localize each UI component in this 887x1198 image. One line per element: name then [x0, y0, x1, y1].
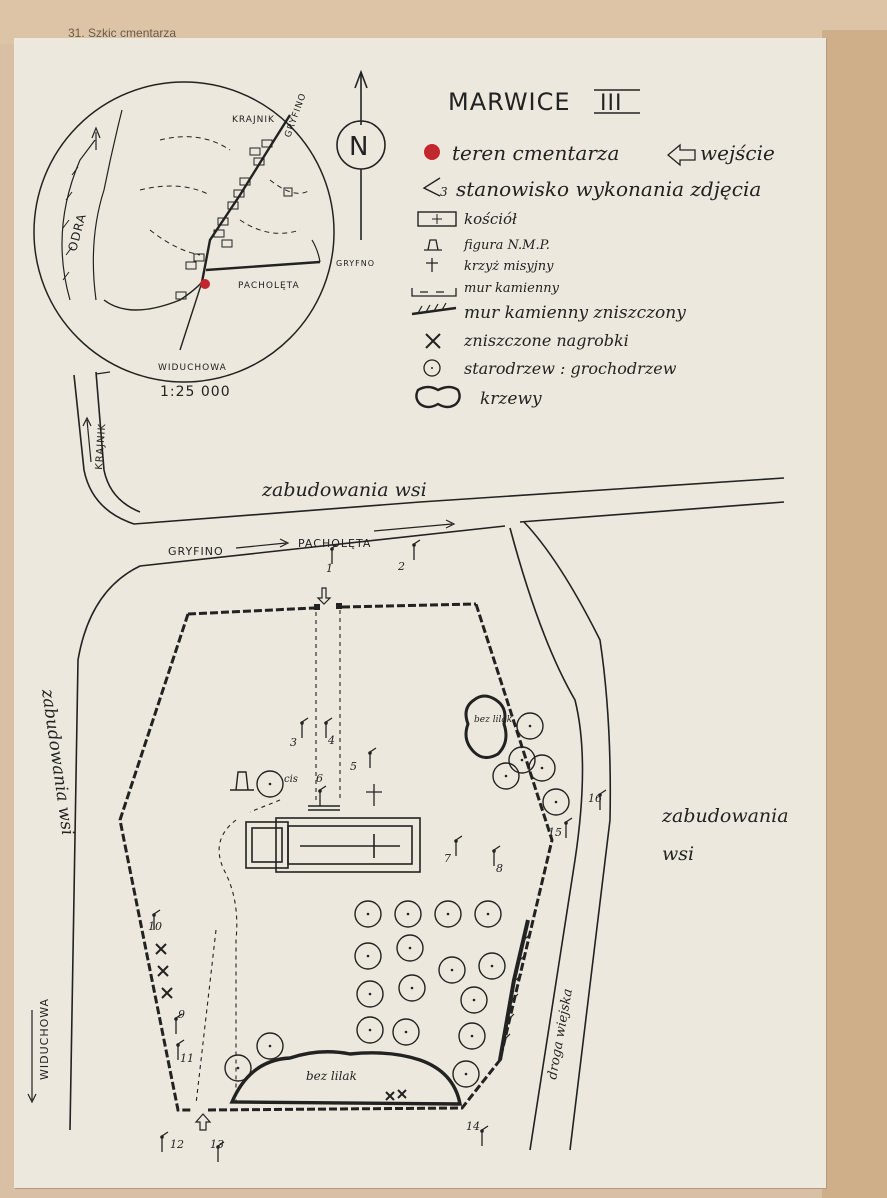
- village-label-top: zabudowania wsi: [261, 479, 427, 501]
- road-label-pacholeta: PACHOLĘTA: [298, 537, 371, 550]
- scale-label: 1:25 000: [160, 384, 231, 400]
- legend: teren cmentarza wejście 3 stanowisko wyk…: [411, 141, 775, 409]
- photo-point-10: 10: [148, 920, 162, 933]
- bank-hatch: [62, 166, 79, 281]
- legend-label-cross: krzyż misyjny: [464, 259, 554, 274]
- photo-point-11: 11: [180, 1052, 194, 1065]
- red-dot-icon: [424, 144, 440, 160]
- photo-point-6: 6: [316, 772, 323, 785]
- map-title: MARWICE: [448, 88, 571, 116]
- road-north-edge: [73, 374, 785, 525]
- mission-cross-icon: [366, 784, 382, 806]
- destroyed-graves: [155, 943, 407, 1101]
- entrance-north-icon: [316, 587, 332, 605]
- shrub-large: [229, 1050, 463, 1106]
- legend-label-trees: starodrzew : grochodrzew: [464, 359, 677, 378]
- inset-label-odra: ODRA: [65, 212, 89, 253]
- photo-point-9: 9: [178, 1008, 185, 1021]
- legend-label-shrubs: krzewy: [480, 389, 542, 409]
- yew-label: cis: [284, 774, 298, 785]
- legend-label-graves: zniszczone nagrobki: [463, 331, 629, 350]
- photo-point-13: 13: [210, 1138, 224, 1151]
- stone-wall-icon: [411, 288, 457, 297]
- page-header-strip: [0, 0, 887, 44]
- photo-point-4: 4: [327, 734, 335, 747]
- road-inset-south: [179, 281, 203, 351]
- legend-label-ruined-wall: mur kamienny zniszczony: [464, 303, 686, 323]
- church-icon: [417, 211, 457, 227]
- shrub-large-label: bez lilak: [306, 1069, 357, 1083]
- village-label-right-1: zabudowania: [661, 805, 789, 827]
- photo-point-14: 14: [466, 1120, 480, 1133]
- road-krajnik-edge: [95, 371, 141, 513]
- map-sheet: [14, 38, 826, 1188]
- odra-east-bank: [92, 109, 123, 301]
- cross-icon: [426, 258, 438, 272]
- inset-label-widuchowa: WIDUCHOWA: [158, 363, 227, 373]
- inset-label-krajnik: KRAJNIK: [232, 115, 275, 125]
- inset-map: ODRA KRAJNIK GRYFINO GRYFNO PACHOLĘTA WI…: [33, 81, 375, 400]
- shrub-icon: [415, 385, 461, 409]
- legend-label-entrance: wejście: [700, 141, 775, 165]
- statue-icon: [424, 239, 442, 251]
- tree-icon: [423, 359, 441, 377]
- photo-point-7: 7: [444, 852, 451, 865]
- cemetery-paths: [195, 610, 341, 1105]
- road-label-widuchowa: WIDUCHOWA: [38, 998, 51, 1080]
- legend-label-wall: mur kamienny: [464, 281, 560, 296]
- inset-cemetery-dot: [200, 279, 210, 289]
- photo-point-15: 15: [548, 826, 562, 839]
- photo-point-2: 2: [397, 560, 405, 573]
- legend-label-church: kościół: [464, 210, 517, 228]
- shrub-small-label-1: bez lilak: [474, 715, 512, 725]
- inset-label-gryfno: GRYFNO: [336, 259, 375, 268]
- photo-point-1: 1: [326, 562, 333, 575]
- entrance-arrow-icon: [666, 143, 696, 167]
- inset-label-pacholeta: PACHOLĘTA: [238, 281, 300, 291]
- roads: [69, 371, 785, 1151]
- north-symbol: N: [349, 132, 369, 162]
- photo-point-12: 12: [170, 1138, 184, 1151]
- photo-point-16: 16: [588, 792, 602, 805]
- trees: [224, 712, 570, 1088]
- photo-point-8: 8: [496, 862, 503, 875]
- photo-point-5: 5: [350, 760, 357, 773]
- road-south-edge: [69, 501, 785, 1131]
- north-arrow: N: [336, 69, 386, 240]
- inset-circle: [33, 81, 335, 383]
- village-label-right-2: wsi: [662, 843, 694, 865]
- binding-edge: [822, 30, 887, 1198]
- road-label-gryfino: GRYFINO: [168, 545, 224, 558]
- cemetery-wall: [118, 602, 554, 1112]
- ruined-wall-icon: [411, 302, 457, 316]
- statue-figure: [230, 771, 254, 791]
- legend-label-photo: stanowisko wykonania zdjęcia: [456, 177, 761, 201]
- road-inset-krajnik: [200, 114, 292, 283]
- village-label-left: zabudowania wsi: [37, 687, 77, 837]
- inset-buildings: [175, 139, 293, 300]
- road-direction-arrows: [27, 416, 456, 1104]
- legend-label-statue: figura N.M.P.: [463, 238, 550, 253]
- photo-point-3: 3: [290, 736, 297, 749]
- shrub-small: [464, 694, 508, 759]
- map-title-numeral: III: [600, 91, 622, 116]
- odra-west-bank: [61, 139, 96, 301]
- road-inset-gryfno: [205, 260, 321, 272]
- village-road-label: droga wiejska: [545, 988, 576, 1081]
- photo-position-icon: [422, 177, 441, 197]
- page-caption: 31. Szkic cmentarza: [68, 26, 177, 40]
- village-road-east: [523, 521, 612, 1151]
- church: [245, 805, 421, 873]
- legend-label-cemetery: teren cmentarza: [452, 141, 619, 165]
- inset-paths: [139, 136, 311, 256]
- photo-positions: [151, 539, 607, 1163]
- destroyed-grave-icon: [425, 333, 441, 349]
- entrance-south-icon: [194, 1113, 212, 1131]
- village-road-west: [509, 527, 584, 1151]
- svg-text:3: 3: [440, 185, 448, 199]
- road-inset-widuchowa: [103, 281, 203, 311]
- road-label-krajnik: KRAJNIK: [94, 423, 108, 471]
